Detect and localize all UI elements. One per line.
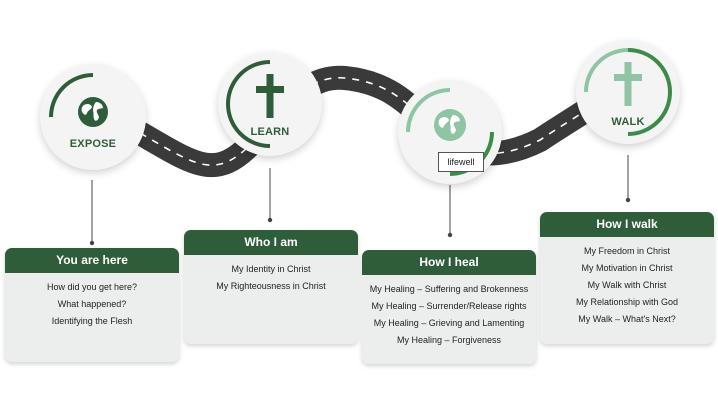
list-item: My Freedom in Christ bbox=[583, 246, 671, 256]
stage-label: WALK bbox=[611, 116, 645, 128]
list-item: How did you get here? bbox=[46, 282, 138, 292]
card-title: Who I am bbox=[184, 230, 358, 255]
card-you-are-here: You are here How did you get here? What … bbox=[5, 248, 179, 362]
list-item: My Walk with Christ bbox=[587, 280, 667, 290]
tooltip: lifewell bbox=[438, 152, 484, 172]
card-title: You are here bbox=[5, 248, 179, 273]
stage-walk-circle: WALK bbox=[576, 40, 680, 144]
card-items: How did you get here? What happened? Ide… bbox=[5, 273, 179, 330]
globe-icon bbox=[433, 108, 467, 147]
stage-expose-circle: EXPOSE bbox=[40, 64, 146, 170]
card-items: My Healing – Suffering and Brokenness My… bbox=[362, 275, 536, 349]
stage-label: EXPOSE bbox=[69, 138, 117, 150]
card-items: My Identity in Christ My Righteousness i… bbox=[184, 255, 358, 295]
stage-label: LEARN bbox=[250, 126, 290, 138]
list-item: My Identity in Christ bbox=[231, 264, 311, 274]
cross-icon bbox=[256, 74, 284, 123]
card-title: How I walk bbox=[540, 212, 714, 237]
list-item: My Healing – Grieving and Lamenting bbox=[373, 318, 525, 328]
list-item: My Motivation in Christ bbox=[581, 263, 673, 273]
list-item: What happened? bbox=[57, 299, 127, 309]
list-item: My Healing – Surrender/Release rights bbox=[371, 301, 527, 311]
progress-ring bbox=[49, 73, 94, 118]
cross-icon bbox=[614, 62, 642, 111]
progress-ring bbox=[584, 48, 672, 136]
globe-icon bbox=[77, 96, 109, 133]
list-item: My Righteousness in Christ bbox=[216, 281, 326, 291]
list-item: Identifying the Flesh bbox=[51, 316, 133, 326]
list-item: My Relationship with God bbox=[575, 297, 679, 307]
card-title: How I heal bbox=[362, 250, 536, 275]
stage-learn-circle: LEARN bbox=[218, 52, 322, 156]
list-item: My Walk – What's Next? bbox=[578, 314, 676, 324]
card-who-i-am: Who I am My Identity in Christ My Righte… bbox=[184, 230, 358, 344]
list-item: My Healing – Suffering and Brokenness bbox=[369, 284, 529, 294]
list-item: My Healing – Forgiveness bbox=[396, 335, 502, 345]
progress-ring bbox=[225, 60, 271, 148]
card-items: My Freedom in Christ My Motivation in Ch… bbox=[540, 237, 714, 328]
card-how-i-heal: How I heal My Healing – Suffering and Br… bbox=[362, 250, 536, 364]
card-how-i-walk: How I walk My Freedom in Christ My Motiv… bbox=[540, 212, 714, 344]
